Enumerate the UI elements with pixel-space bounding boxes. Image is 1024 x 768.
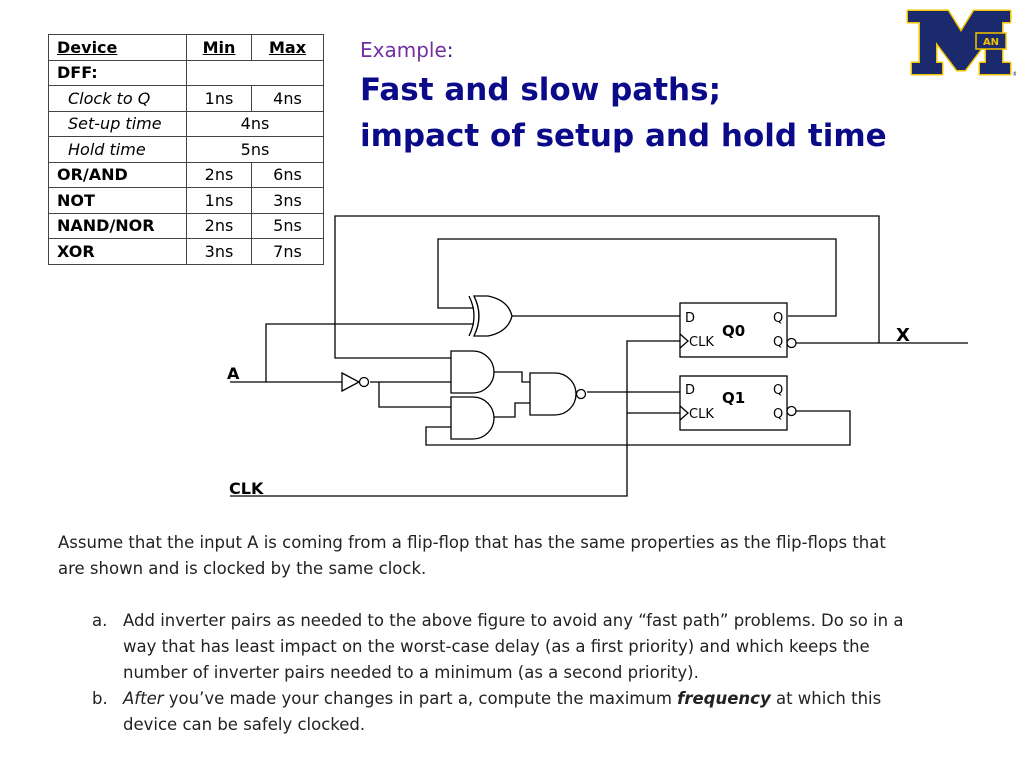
row-min: 3ns (186, 238, 252, 265)
table-row: OR/AND 2ns 6ns (48, 161, 324, 188)
ff1-clk-label: CLK (689, 407, 714, 422)
wire-not-branch (378, 382, 451, 408)
ff0-d-label: D (685, 311, 695, 326)
table-row: NOT 1ns 3ns (48, 187, 324, 214)
logo-badge (975, 32, 1007, 50)
example-colon: : (446, 38, 454, 62)
wire-x-loop (334, 215, 880, 359)
ff0-qbar-label: Q (773, 335, 783, 350)
row-device: Hold time (48, 136, 187, 163)
ff1-q-label: Q (773, 383, 783, 398)
wire-q1bar-loop (425, 410, 851, 446)
question-b-frequency: frequency (677, 689, 771, 708)
ff0-q-label: Q (773, 311, 783, 326)
row-value: 4ns (186, 110, 324, 137)
table-row: XOR 3ns 7ns (48, 238, 324, 265)
output-x-label: X (896, 325, 910, 346)
not-gate (341, 371, 370, 393)
question-a-line-2: way that has least impact on the worst-c… (123, 637, 870, 656)
row-max: 7ns (251, 238, 324, 265)
wire-a-to-xor (265, 323, 480, 382)
xor-gate (468, 295, 513, 337)
table-row: Clock to Q 1ns 4ns (48, 85, 324, 112)
example-text: Example (360, 38, 447, 62)
question-b-end: at which this (770, 689, 882, 708)
input-a-label: A (227, 364, 240, 383)
intro-line-2: are shown and is clocked by the same clo… (58, 559, 427, 578)
wire-clk (230, 340, 680, 497)
table-row: Set-up time 4ns (48, 110, 324, 137)
table-header-row: Device Min Max (48, 34, 324, 61)
and-gate-2 (450, 396, 495, 440)
row-value: 5ns (186, 136, 324, 163)
timing-table: Device Min Max DFF: Clock to Q 1ns 4ns S… (48, 34, 324, 265)
row-min: 1ns (186, 85, 252, 112)
row-device: DFF: (48, 59, 187, 86)
header-min: Min (186, 34, 252, 61)
logo-registered: ® (1012, 71, 1016, 78)
row-device: XOR (48, 238, 187, 265)
ff1-qbar-label: Q (773, 407, 783, 422)
row-device: NOT (48, 187, 187, 214)
question-b-marker: b. (92, 689, 108, 708)
question-b-line-1: After you’ve made your changes in part a… (123, 686, 953, 712)
university-logo: AN ® (906, 9, 1016, 78)
question-a-marker: a. (92, 611, 108, 630)
question-a-line-1: Add inverter pairs as needed to the abov… (123, 611, 904, 630)
page-title-line2: impact of setup and hold time (360, 118, 887, 154)
wire-and2-out (494, 402, 530, 418)
table-row: Hold time 5ns (48, 136, 324, 163)
question-a-line-3: number of inverter pairs needed to a min… (123, 663, 699, 682)
and-gate-1 (450, 350, 495, 394)
ff1-d-label: D (685, 383, 695, 398)
wire-and1-out (494, 371, 530, 383)
circuit-diagram: D CLK Q0 Q Q D CLK Q1 Q Q A CLK X (227, 215, 968, 498)
wire-q0-feedback (437, 238, 837, 317)
question-b-mid: you’ve made your changes in part a, comp… (163, 689, 678, 708)
clk-label: CLK (229, 479, 264, 498)
logo-text: AN (983, 37, 999, 48)
ff1-name: Q1 (722, 389, 745, 407)
problem-intro: Assume that the input A is coming from a… (58, 530, 958, 582)
flip-flop-q0: D CLK Q0 Q Q (679, 302, 797, 358)
row-min: 2ns (186, 212, 252, 239)
question-b-line-2: device can be safely clocked. (123, 715, 366, 734)
question-b-after: After (123, 689, 164, 708)
ff0-clk-label: CLK (689, 335, 714, 350)
example-label: Example: (360, 38, 454, 62)
header-device: Device (48, 34, 187, 61)
intro-line-1: Assume that the input A is coming from a… (58, 533, 886, 552)
ff0-name: Q0 (722, 322, 745, 340)
page-title-line1: Fast and slow paths; (360, 72, 721, 108)
table-row: DFF: (48, 59, 324, 86)
row-max: 3ns (251, 187, 324, 214)
row-device: NAND/NOR (48, 212, 187, 239)
flip-flop-q1: D CLK Q1 Q Q (679, 375, 797, 431)
nand-gate (529, 372, 587, 416)
